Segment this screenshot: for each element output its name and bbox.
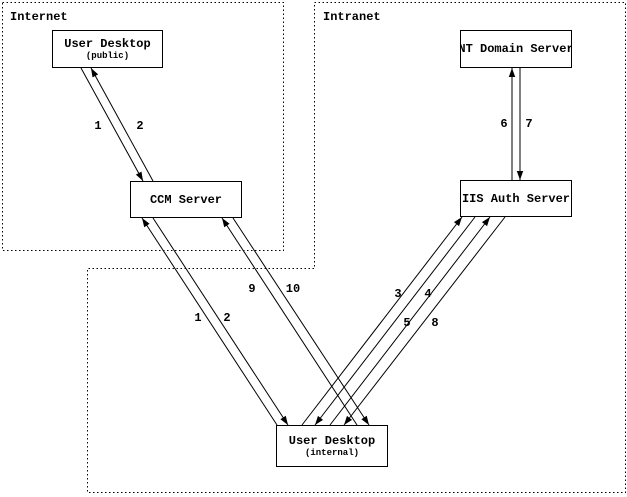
edge-step-label: 1	[94, 119, 101, 133]
edges-layer: 1 2 1 2 9 10 3 4 5 8 6 7	[80, 67, 533, 426]
node-title: User Desktop	[288, 434, 376, 448]
arrowhead-icon	[142, 218, 150, 228]
edge-2-ccm-server-to-user-desktop-internal: 2	[152, 217, 289, 426]
arrowhead-icon	[516, 171, 524, 180]
arrowhead-icon	[222, 218, 230, 228]
edge-5-user-desktop-internal-to-iis-auth-server: 5	[329, 216, 491, 426]
arrowhead-icon	[481, 217, 490, 227]
arrowhead-icon	[344, 415, 353, 425]
edge-line	[232, 217, 370, 426]
internet-zone-border	[2, 2, 284, 251]
internet-zone-label: Internet	[10, 10, 68, 24]
node-ccm-server: CCM Server	[130, 181, 242, 218]
intranet-zone-label: Intranet	[323, 10, 381, 24]
edge-step-label: 4	[424, 287, 431, 301]
arrowhead-icon	[315, 415, 324, 425]
edge-step-label: 1	[194, 311, 201, 325]
node-title: NT Domain Server	[460, 42, 572, 56]
edge-line	[343, 216, 506, 426]
edge-step-label: 8	[431, 316, 438, 330]
edge-step-label: 2	[223, 311, 230, 325]
node-user-desktop-public: User Desktop (public)	[52, 30, 163, 68]
intranet-zone-border	[87, 2, 626, 493]
edge-line	[152, 217, 289, 426]
edge-7-nt-domain-server-to-iis-auth-server: 7	[516, 68, 533, 180]
node-title: CCM Server	[149, 192, 222, 207]
edge-line	[141, 217, 278, 426]
edge-step-label: 3	[394, 287, 401, 301]
edge-line	[80, 67, 144, 182]
node-title: IIS Auth Server	[461, 191, 571, 206]
edge-line	[221, 217, 358, 426]
edge-4-iis-auth-server-to-user-desktop-internal: 4	[314, 216, 476, 426]
edge-8-iis-auth-server-to-user-desktop-internal: 8	[343, 216, 506, 426]
edge-step-label: 2	[136, 119, 143, 133]
edge-step-label: 10	[286, 282, 300, 296]
edge-step-label: 5	[403, 316, 410, 330]
edge-line	[90, 67, 154, 182]
arrowhead-icon	[135, 171, 143, 181]
edge-line	[301, 216, 463, 426]
arrowhead-icon	[453, 217, 462, 227]
edge-9-user-desktop-internal-to-ccm-server: 9	[221, 217, 358, 426]
arrowhead-icon	[508, 68, 516, 77]
arrowhead-icon	[361, 415, 369, 425]
node-user-desktop-internal: User Desktop (internal)	[276, 425, 388, 467]
arrowhead-icon	[280, 415, 288, 425]
edge-3-user-desktop-internal-to-iis-auth-server: 3	[301, 216, 463, 426]
edge-line	[314, 216, 476, 426]
edge-step-label: 6	[500, 117, 507, 131]
edge-step-label: 9	[248, 282, 255, 296]
node-title: User Desktop	[64, 37, 151, 51]
edge-1-user-desktop-internal-to-ccm-server: 1	[141, 217, 278, 426]
node-nt-domain-server: NT Domain Server	[460, 30, 572, 68]
edge-6-iis-auth-server-to-nt-domain-server: 6	[500, 68, 516, 180]
edge-10-ccm-server-to-user-desktop-internal: 10	[232, 217, 370, 426]
node-subtitle: (public)	[85, 51, 130, 61]
edge-step-label: 7	[525, 117, 532, 131]
node-subtitle: (internal)	[304, 448, 359, 458]
node-iis-auth-server: IIS Auth Server	[460, 180, 572, 217]
arrowhead-icon	[91, 68, 99, 78]
edge-1-user-desktop-public-to-ccm-server: 1	[80, 67, 144, 182]
edge-2-ccm-server-to-user-desktop-public: 2	[90, 67, 154, 182]
edge-line	[329, 216, 491, 426]
